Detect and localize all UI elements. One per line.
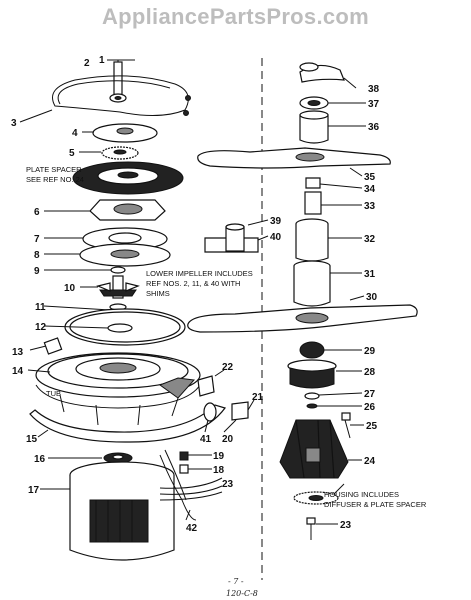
part-15-tub xyxy=(29,394,226,443)
note-lower-impeller-line2: REF NOS. 2, 11, & 40 WITH xyxy=(146,279,240,288)
part-36-hub xyxy=(299,110,366,144)
plate-spacer-ring xyxy=(72,161,184,195)
callout-2: 2 xyxy=(84,58,90,69)
callout-31: 31 xyxy=(364,269,376,280)
part-26-27-seals xyxy=(304,392,363,409)
callout-23-right: 23 xyxy=(340,520,352,531)
callout-16: 16 xyxy=(34,454,46,465)
part-14-pump-base xyxy=(27,352,201,409)
callout-9: 9 xyxy=(34,266,40,277)
part-25-screw xyxy=(341,412,364,439)
callout-17: 17 xyxy=(28,485,40,496)
part-23-screw-right xyxy=(306,517,338,540)
callout-26: 26 xyxy=(364,402,376,413)
callout-27: 27 xyxy=(364,389,376,400)
part-18-19-fasteners xyxy=(179,451,212,474)
part-24-housing xyxy=(279,419,362,479)
callout-38: 38 xyxy=(368,84,380,95)
part-13-screw xyxy=(29,337,63,355)
part-32-tower xyxy=(295,218,362,262)
callout-34: 34 xyxy=(364,184,376,195)
note-plate-spacer-line2: SEE REF NO. 24 xyxy=(26,175,84,184)
callout-7: 7 xyxy=(34,234,40,245)
callout-29: 29 xyxy=(364,346,376,357)
callout-14: 14 xyxy=(12,366,24,377)
part-30-lower-spray-arm xyxy=(187,295,418,333)
callout-32: 32 xyxy=(364,234,376,245)
callout-8: 8 xyxy=(34,250,40,261)
callout-42: 42 xyxy=(186,523,198,534)
callout-20: 20 xyxy=(222,434,234,445)
callout-10: 10 xyxy=(64,283,76,294)
callout-24: 24 xyxy=(364,456,376,467)
housing-diffuser-element xyxy=(293,483,345,505)
part-2-washer xyxy=(109,93,127,103)
callout-3: 3 xyxy=(11,118,17,129)
callout-12: 12 xyxy=(35,322,47,333)
part-10-lower-impeller xyxy=(80,275,140,299)
part-17-motor xyxy=(40,461,223,561)
callout-35: 35 xyxy=(364,172,376,183)
part-4-cover xyxy=(82,123,158,143)
callout-41: 41 xyxy=(200,434,212,445)
callout-33: 33 xyxy=(364,201,376,212)
callout-18: 18 xyxy=(213,465,225,476)
callout-37: 37 xyxy=(368,99,380,110)
part-3-wire-harness xyxy=(19,75,191,123)
part-20-22-41-brackets xyxy=(158,369,255,433)
footer-page-mark: - 7 - xyxy=(228,577,244,586)
part-42-wires xyxy=(159,449,197,521)
callout-23-left: 23 xyxy=(222,479,234,490)
callout-22: 22 xyxy=(222,362,234,373)
callout-30: 30 xyxy=(366,292,378,303)
callout-28: 28 xyxy=(364,367,376,378)
callout-6: 6 xyxy=(34,207,40,218)
callout-13: 13 xyxy=(12,347,24,358)
part-9-seal xyxy=(44,266,126,274)
note-housing-line2: DIFFUSER & PLATE SPACER xyxy=(324,500,427,509)
callout-39: 39 xyxy=(270,216,282,227)
part-34-nut xyxy=(305,177,363,189)
callout-4: 4 xyxy=(72,128,78,139)
part-8-plate xyxy=(44,243,171,267)
part-35-upper-spray-arm xyxy=(197,147,391,177)
callout-40: 40 xyxy=(270,232,282,243)
callout-1: 1 xyxy=(99,55,105,66)
callout-36: 36 xyxy=(368,122,380,133)
note-housing-line1: HOUSING INCLUDES xyxy=(324,490,399,499)
part-38-nozzle xyxy=(299,62,357,89)
callout-25: 25 xyxy=(366,421,378,432)
part-12-seal-ring xyxy=(43,308,186,346)
callout-19: 19 xyxy=(213,451,225,462)
note-lower-impeller-line3: SHIMS xyxy=(146,289,170,298)
part-6-plate xyxy=(44,199,166,221)
part-16-coupling xyxy=(48,452,133,464)
part-29-hub xyxy=(299,341,362,359)
callout-11: 11 xyxy=(35,302,46,313)
note-plate-spacer-line1: PLATE SPACER xyxy=(26,165,82,174)
callout-15: 15 xyxy=(26,434,38,445)
note-tub: TUB xyxy=(46,389,61,398)
part-31-tower xyxy=(293,260,362,307)
part-39-40-fitting xyxy=(204,219,269,253)
note-lower-impeller-line1: LOWER IMPELLER INCLUDES xyxy=(146,269,253,278)
part-37-bearing xyxy=(299,96,366,110)
callout-5: 5 xyxy=(69,148,75,159)
part-28-diffuser xyxy=(287,359,362,389)
footer-handwritten-code: 120-C-8 xyxy=(226,589,258,598)
part-1-bolt xyxy=(107,59,135,98)
part-33-tube xyxy=(304,191,362,215)
site-watermark: AppliancePartsPros.com xyxy=(101,4,370,29)
part-5-seal xyxy=(79,146,139,160)
callout-21: 21 xyxy=(252,392,264,403)
